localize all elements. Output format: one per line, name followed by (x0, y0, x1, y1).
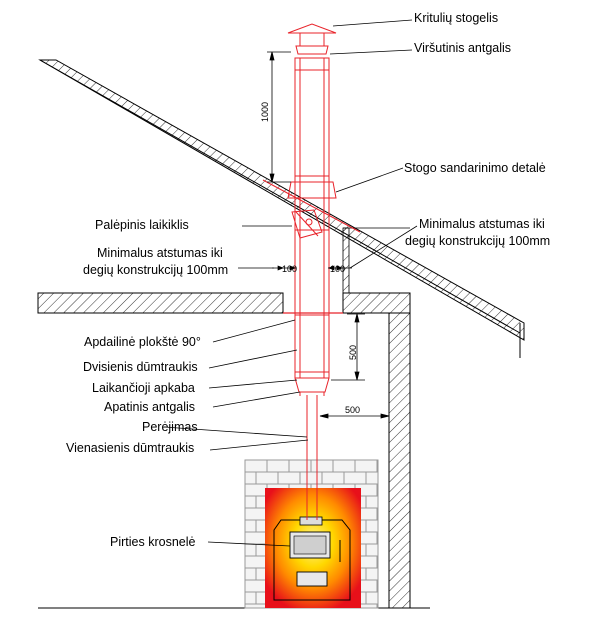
dim-gap-right-label: 100 (330, 264, 345, 274)
dimension-500-vertical (331, 313, 365, 381)
label-min-dist-left-1: Minimalus atstumas iki (97, 246, 223, 260)
wall (38, 312, 430, 609)
dimension-gap-right (328, 265, 352, 271)
label-transition: Perėjimas (142, 420, 198, 434)
label-finishing-plate: Apdailinė plokštė 90° (84, 335, 201, 349)
leader-lines (163, 19, 418, 547)
double-wall-flue (294, 57, 330, 396)
label-top-terminal: Viršutinis antgalis (414, 41, 511, 55)
single-wall-flue (306, 395, 318, 520)
dim-1000-label: 1000 (260, 102, 270, 122)
label-bottom-terminal: Apatinis antgalis (104, 400, 195, 414)
sauna-stove (265, 488, 361, 608)
label-roof-sealing: Stogo sandarinimo detalė (404, 161, 546, 175)
label-double-wall: Dvisienis dūmtraukis (83, 360, 198, 374)
label-min-dist-right-1: Minimalus atstumas iki (419, 217, 545, 231)
dim-gap-left-label: 100 (282, 264, 297, 274)
ceiling-right (342, 292, 411, 314)
roof-flashing (262, 179, 361, 233)
label-single-wall: Vienasienis dūmtraukis (66, 441, 194, 455)
label-sauna-stove: Pirties krosnelė (110, 535, 195, 549)
label-attic-bracket: Palėpinis laikiklis (95, 218, 189, 232)
ash-door (296, 571, 328, 587)
dimension-1000 (267, 51, 291, 183)
dimension-gap-left (272, 265, 296, 271)
ceiling-left (37, 292, 284, 314)
dimension-500-horizontal (319, 408, 390, 420)
label-min-dist-left-2: degių konstrukcijų 100mm (83, 263, 228, 277)
ceiling (37, 227, 411, 314)
label-support-clamp: Laikančioji apkaba (92, 381, 195, 395)
label-min-dist-right-2: degių konstrukcijų 100mm (405, 234, 550, 248)
roof (38, 59, 525, 358)
dim-500-horizontal-label: 500 (345, 405, 360, 415)
label-rain-cap: Kritulių stogelis (414, 11, 498, 25)
rain-cap (287, 23, 337, 55)
dim-500-vertical-label: 500 (348, 345, 358, 360)
attic-bracket (291, 209, 323, 239)
